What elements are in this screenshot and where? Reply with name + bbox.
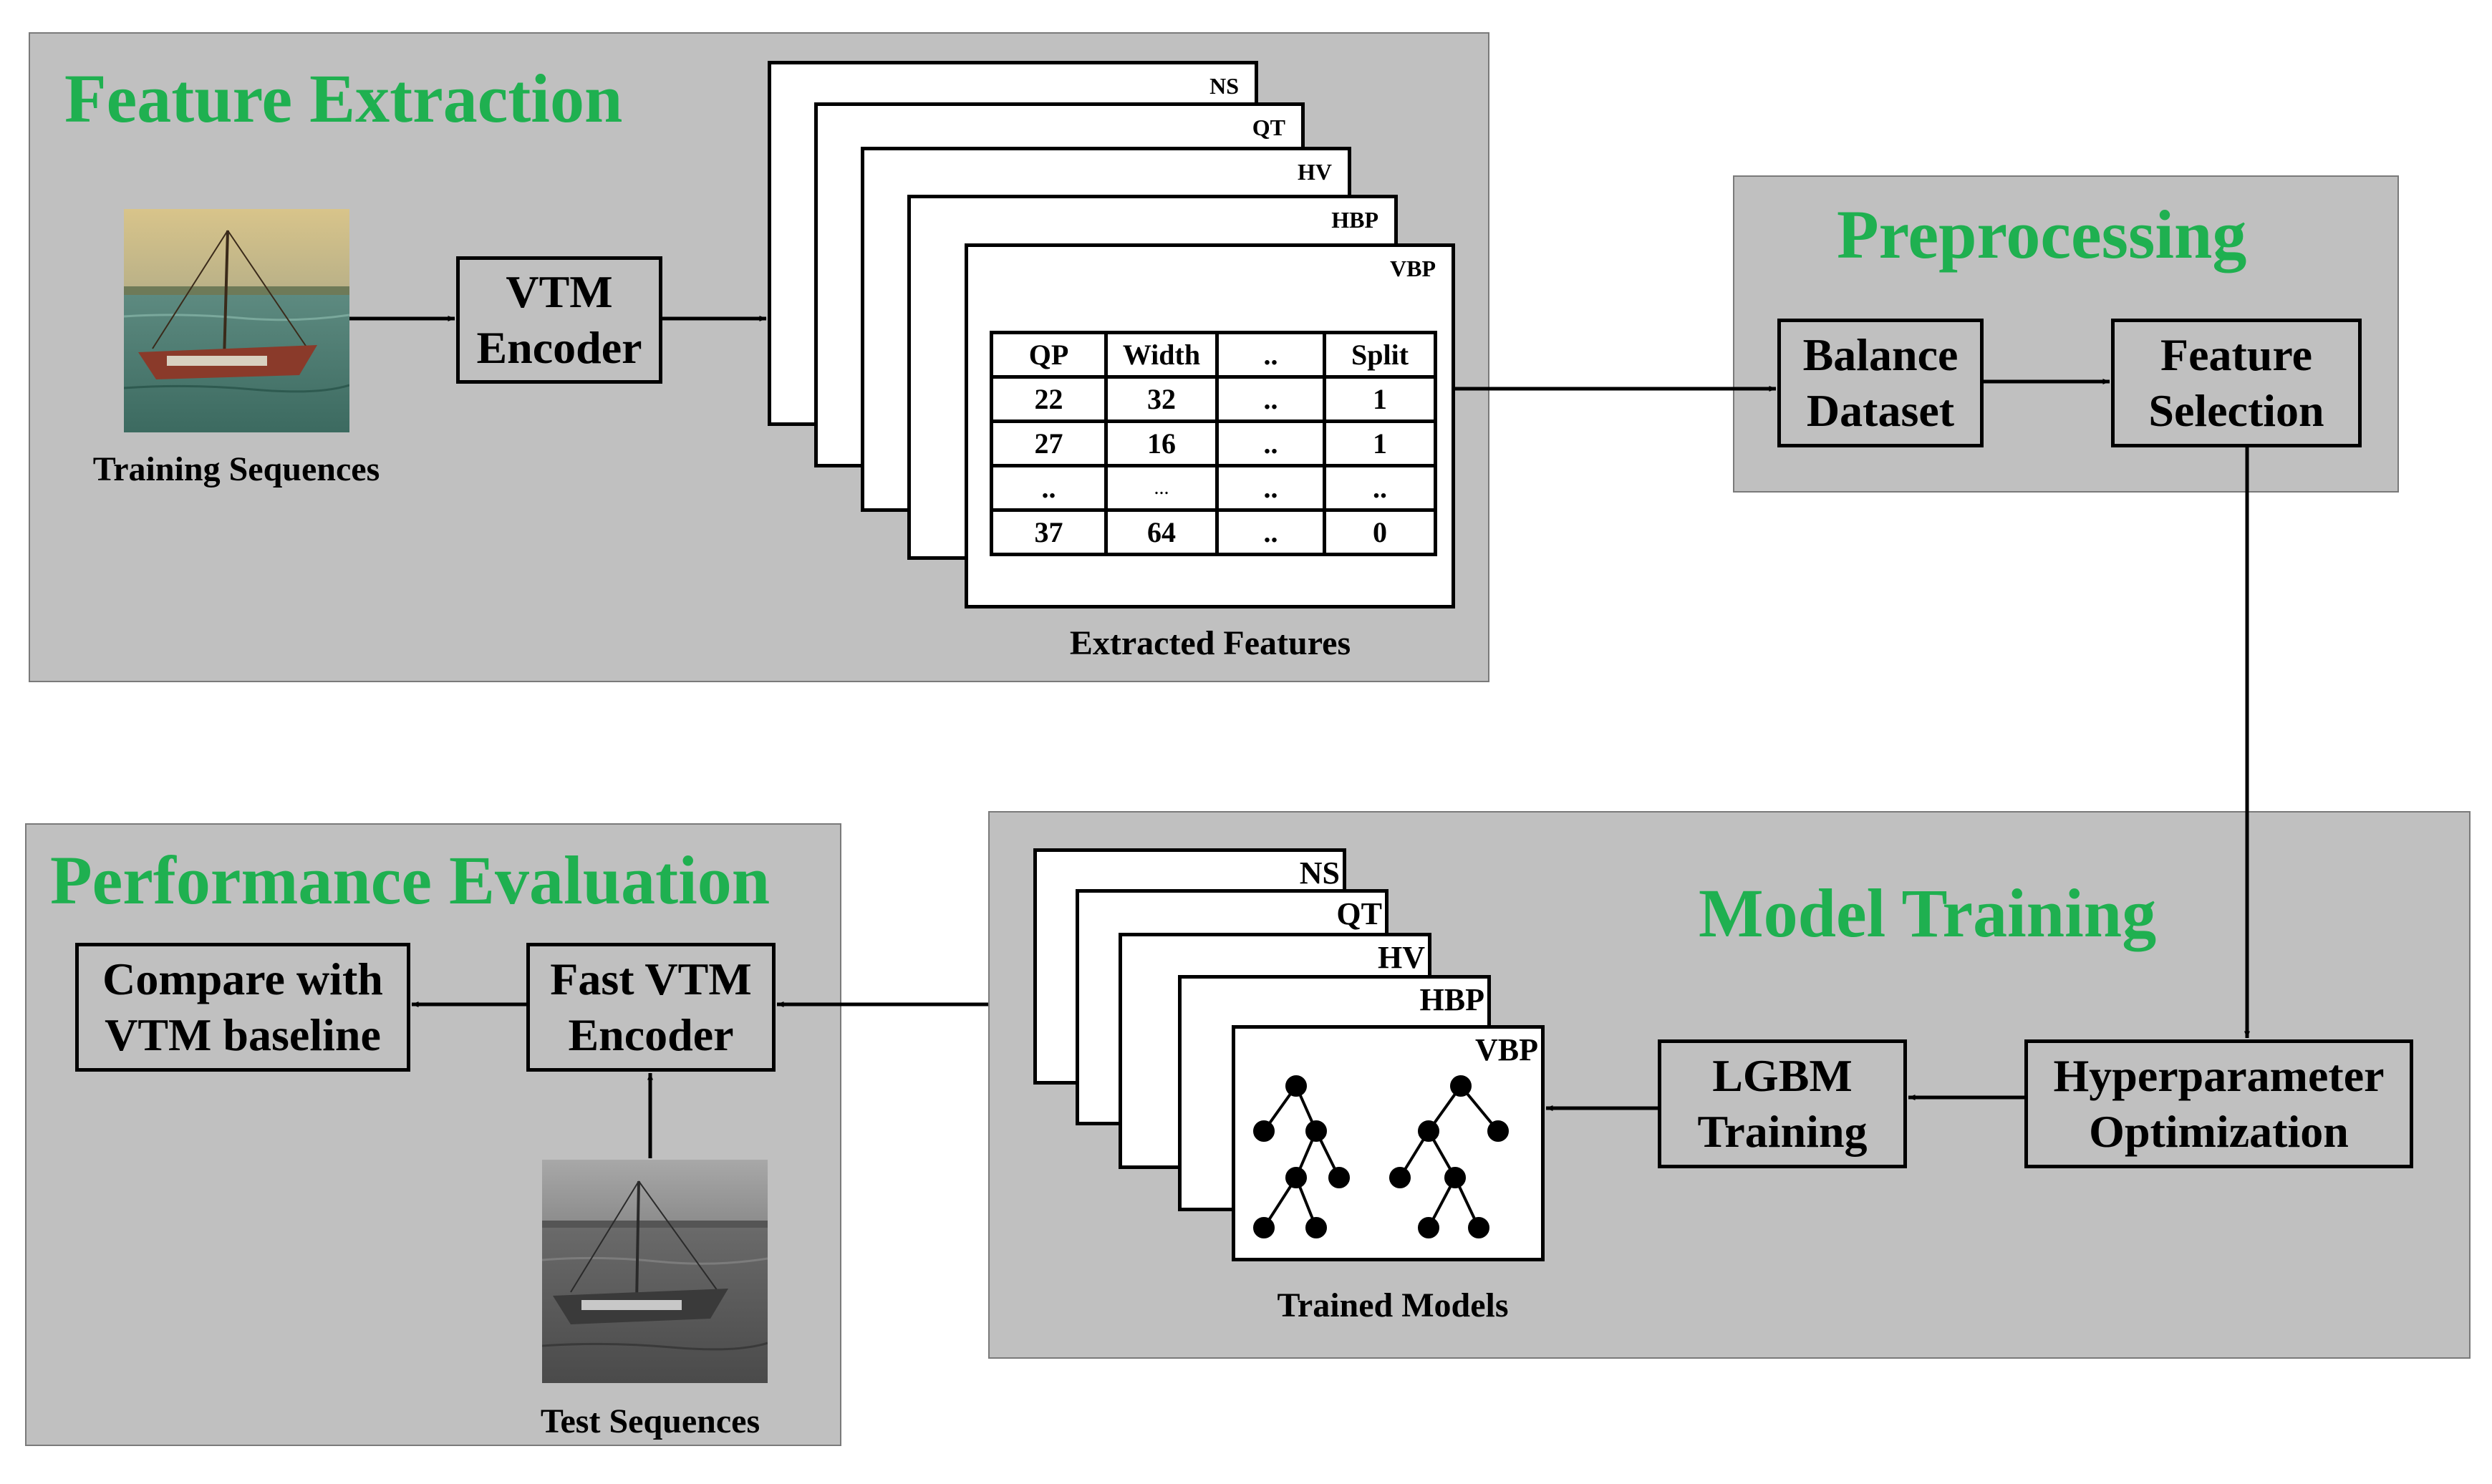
feature-table-row: 22 32 .. 1 (990, 375, 1437, 423)
preprocessing-panel (1733, 175, 2399, 493)
feature-table-cell: .. (1215, 375, 1326, 423)
balance-dataset-line-1: Balance (1802, 329, 1959, 380)
test-sequences-caption: Test Sequences (540, 1402, 760, 1440)
feature-table-cell: 64 (1104, 508, 1219, 556)
lgbm-training-line-2: Training (1697, 1106, 1868, 1157)
model-card-vbp: VBP (1232, 1025, 1545, 1261)
balance-dataset-box: Balance Dataset (1777, 319, 1984, 447)
lgbm-training-box: LGBM Training (1658, 1039, 1907, 1168)
fast-vtm-encoder-box: Fast VTM Encoder (526, 943, 776, 1072)
feature-table-cell: .. (1215, 464, 1326, 512)
vtm-encoder-box: VTM Encoder (456, 256, 662, 384)
hyperparameter-optimization-line-2: Optimization (2089, 1106, 2349, 1157)
training-sequence-image (124, 209, 349, 432)
feature-table-header: QP (990, 331, 1108, 379)
feature-table-cell: ... (1104, 464, 1219, 512)
feature-selection-line-2: Selection (2148, 385, 2324, 436)
feature-table-cell: 1 (1323, 420, 1437, 467)
feature-selection-line-1: Feature (2160, 329, 2313, 380)
model-card-label-vbp: VBP (1475, 1032, 1538, 1067)
balance-dataset-line-2: Dataset (1806, 385, 1955, 436)
extracted-features-caption: Extracted Features (1069, 624, 1351, 662)
trained-models-caption: Trained Models (1277, 1286, 1509, 1324)
vtm-encoder-line-2: Encoder (476, 322, 642, 373)
feature-table-header: Width (1104, 331, 1219, 379)
compare-baseline-box: Compare with VTM baseline (75, 943, 410, 1072)
feature-table-cell: .. (1215, 420, 1326, 467)
model-card-label-ns: NS (1299, 855, 1340, 891)
model-card-label-qt: QT (1336, 896, 1382, 931)
vtm-encoder-line-1: VTM (506, 266, 613, 317)
feature-card-label-hv: HV (1298, 159, 1332, 185)
performance-evaluation-title: Performance Evaluation (50, 842, 771, 918)
hyperparameter-optimization-line-1: Hyperparameter (2053, 1049, 2385, 1101)
feature-extraction-title: Feature Extraction (64, 60, 623, 137)
feature-table-row: 37 64 .. 0 (990, 508, 1437, 556)
training-sequences-caption: Training Sequences (92, 450, 380, 488)
feature-table-header: .. (1215, 331, 1326, 379)
feature-table-cell: 0 (1323, 508, 1437, 556)
preprocessing-title: Preprocessing (1837, 196, 2247, 273)
feature-table-header: Split (1323, 331, 1437, 379)
feature-table-cell: 37 (990, 508, 1108, 556)
feature-card-vbp: VBP QP Width .. Split 22 32 .. 1 27 16 .… (965, 243, 1455, 608)
feature-table-cell: .. (1323, 464, 1437, 512)
feature-card-label-ns: NS (1209, 73, 1239, 99)
feature-card-label-hbp: HBP (1331, 207, 1378, 233)
decision-trees-icon (1253, 1075, 1509, 1238)
feature-table: QP Width .. Split 22 32 .. 1 27 16 .. 1 … (990, 331, 1437, 556)
feature-table-cell: 1 (1323, 375, 1437, 423)
hyperparameter-optimization-box: Hyperparameter Optimization (2024, 1039, 2413, 1168)
feature-table-cell: 27 (990, 420, 1108, 467)
feature-table-cell: .. (990, 464, 1108, 512)
fast-vtm-encoder-line-2: Encoder (568, 1009, 734, 1060)
feature-table-cell: 32 (1104, 375, 1219, 423)
feature-card-label-vbp: VBP (1390, 256, 1436, 281)
compare-baseline-line-1: Compare with (102, 953, 383, 1004)
lgbm-training-line-1: LGBM (1712, 1049, 1853, 1101)
feature-table-row: 27 16 .. 1 (990, 420, 1437, 467)
test-sequence-image (542, 1160, 768, 1383)
model-training-title: Model Training (1699, 875, 2157, 951)
model-card-label-hv: HV (1378, 940, 1425, 975)
feature-table-cell: .. (1215, 508, 1326, 556)
feature-table-header-row: QP Width .. Split (990, 331, 1437, 379)
model-card-label-hbp: HBP (1419, 982, 1484, 1017)
feature-table-cell: 16 (1104, 420, 1219, 467)
feature-table-cell: 22 (990, 375, 1108, 423)
compare-baseline-line-2: VTM baseline (105, 1009, 381, 1060)
feature-table-row: .. ... .. .. (990, 464, 1437, 512)
feature-selection-box: Feature Selection (2111, 319, 2362, 447)
fast-vtm-encoder-line-1: Fast VTM (550, 953, 752, 1004)
feature-card-label-qt: QT (1252, 115, 1285, 140)
